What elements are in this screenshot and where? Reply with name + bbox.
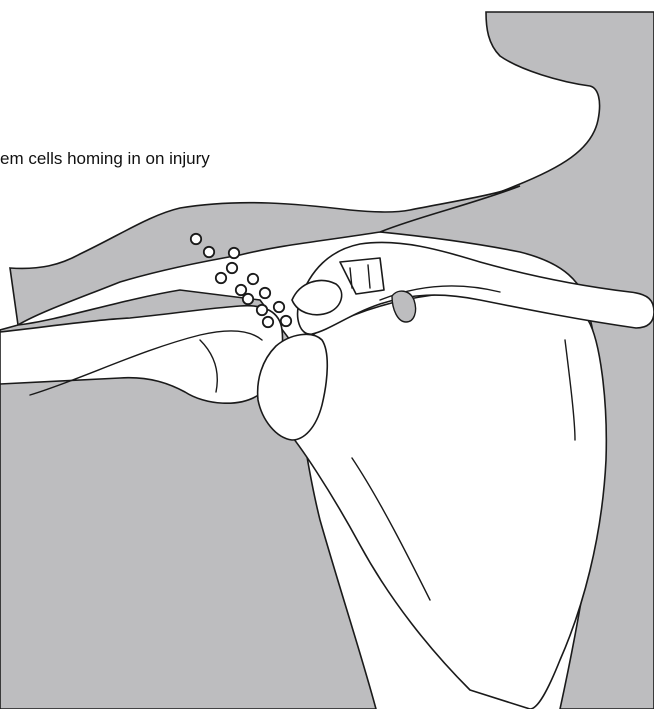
coracoid	[292, 281, 342, 315]
stem-cell	[229, 248, 239, 258]
stem-cell	[227, 263, 237, 273]
stem-cell	[191, 234, 201, 244]
stem-cell	[248, 274, 258, 284]
stem-cell	[281, 316, 291, 326]
stem-cell	[243, 294, 253, 304]
caption: em cells homing in on injury	[0, 149, 210, 168]
stem-cell	[274, 302, 284, 312]
stem-cell	[204, 247, 214, 257]
stem-cell	[216, 273, 226, 283]
stem-cell	[257, 305, 267, 315]
stem-cell	[236, 285, 246, 295]
stem-cell	[263, 317, 273, 327]
stem-cell	[260, 288, 270, 298]
